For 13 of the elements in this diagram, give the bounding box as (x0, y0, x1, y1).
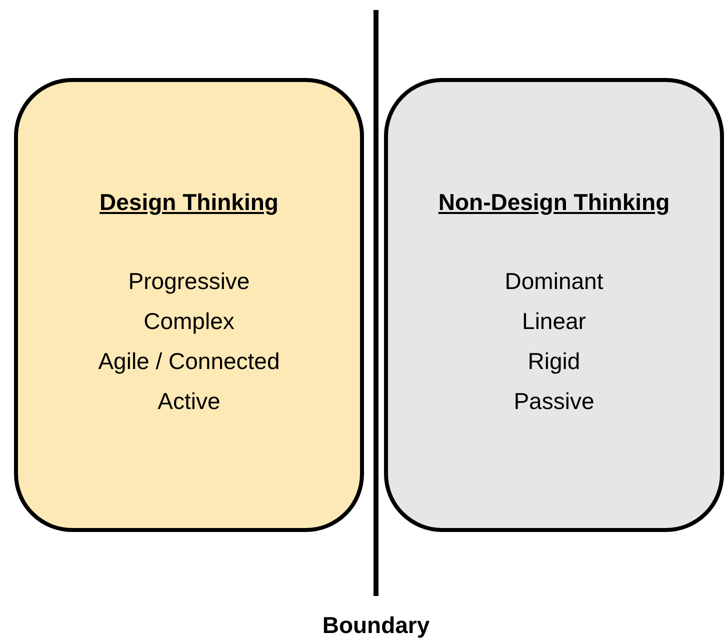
list-item: Active (156, 388, 222, 415)
list-item: Progressive (127, 268, 251, 295)
list-item: Complex (142, 308, 236, 335)
rounded-panel (384, 78, 724, 532)
rounded-panel (14, 78, 364, 532)
list-item: Passive (512, 388, 596, 415)
panel-heading: Non-Design Thinking (437, 189, 671, 216)
list-item: Linear (521, 308, 587, 335)
list-item: Dominant (504, 268, 604, 295)
boundary-label: Boundary (322, 612, 430, 639)
panel-heading: Design Thinking (98, 189, 280, 216)
list-item: Agile / Connected (97, 348, 281, 375)
list-item: Rigid (526, 348, 582, 375)
